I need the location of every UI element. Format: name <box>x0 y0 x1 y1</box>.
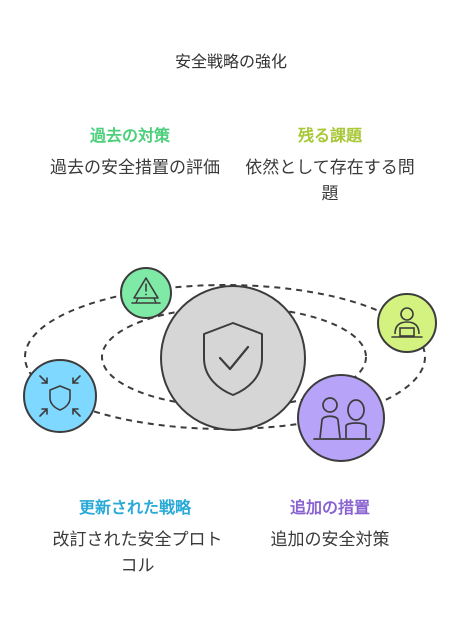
diagram-title: 安全戦略の強化 <box>174 52 287 71</box>
center-node <box>160 285 306 431</box>
past-measures-description: 過去の安全措置の評価 <box>50 158 220 178</box>
updated-strategy-node <box>23 359 97 433</box>
warning-ladder-icon <box>131 277 161 304</box>
additional-measures-node <box>297 374 385 462</box>
past-measures-heading: 過去の対策 <box>89 126 170 145</box>
additional-measures-heading: 追加の措置 <box>289 498 370 517</box>
shield-arrows-icon <box>39 375 81 417</box>
additional-measures-description: 追加の安全対策 <box>270 530 390 550</box>
updated-strategy-heading: 更新された戦略 <box>78 498 191 517</box>
person-desk-icon <box>391 307 423 338</box>
shield-check-icon <box>203 322 263 396</box>
inner-orbit <box>101 306 367 408</box>
remaining-issues-node <box>377 293 437 353</box>
remaining-issues-heading: 残る課題 <box>297 126 362 145</box>
people-icon <box>313 397 371 440</box>
updated-strategy-description: 改訂された安全プロトコル <box>52 530 223 576</box>
past-measures-node <box>120 267 172 319</box>
remaining-issues-description: 依然として存在する問題 <box>245 158 415 204</box>
